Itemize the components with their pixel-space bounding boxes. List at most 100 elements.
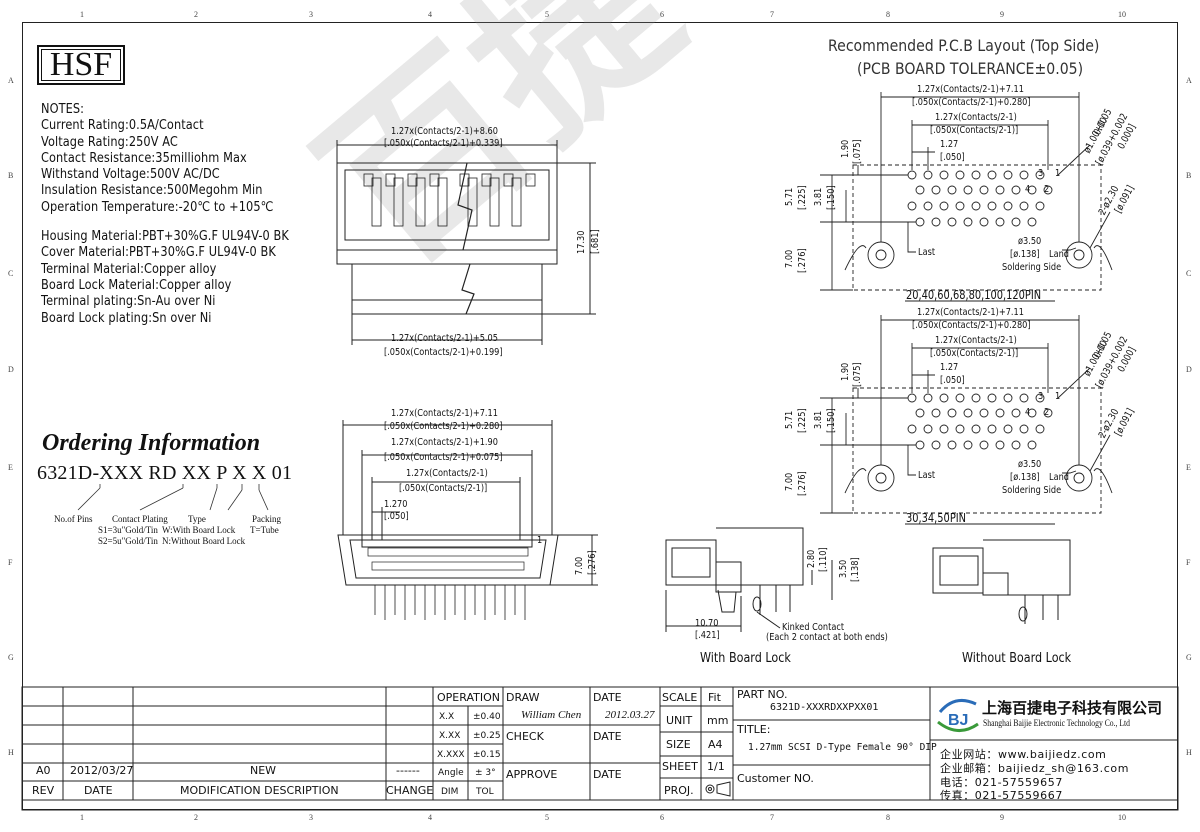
tb-sheet: SHEET bbox=[662, 760, 698, 773]
leader bbox=[907, 445, 916, 476]
pcb-arc bbox=[1093, 468, 1113, 494]
pcb-pin bbox=[963, 440, 973, 450]
side-dim-1b: [.421] bbox=[695, 630, 720, 641]
pcb-pin bbox=[971, 393, 981, 403]
tb-date-col: DATE bbox=[84, 784, 113, 797]
pcb-pin-count-label: 20,40,60,68,80,100,120PIN bbox=[906, 288, 1042, 302]
pcb-pin bbox=[963, 217, 973, 227]
ruler-col-label: 9 bbox=[1000, 813, 1004, 822]
tb-drawer: William Chen bbox=[521, 709, 582, 721]
pcb-pin bbox=[979, 185, 989, 195]
pcb-pin bbox=[1019, 201, 1029, 211]
pcb-pin bbox=[923, 201, 933, 211]
tb-email: 企业邮箱：baijiedz_sh@163.com bbox=[940, 762, 1130, 775]
ruler-row-label: B bbox=[8, 171, 14, 180]
pcb-pin bbox=[907, 201, 917, 211]
tb-proj: PROJ. bbox=[664, 784, 694, 797]
projection-symbol-icon bbox=[705, 781, 731, 797]
front-dim-1: 1.27x(Contacts/2-1)+7.11 bbox=[391, 408, 498, 419]
pcb-pin bbox=[939, 201, 949, 211]
ruler-row-label: D bbox=[1186, 365, 1192, 374]
leader bbox=[1062, 470, 1077, 474]
pcb-pin bbox=[931, 185, 941, 195]
pcb-pin-num-2: 2 bbox=[1044, 407, 1050, 418]
front-dim-1b: [.050x(Contacts/2-1)+0.280] bbox=[384, 421, 503, 432]
pcb-pin bbox=[907, 424, 917, 434]
tb-check-date: DATE bbox=[593, 730, 622, 743]
ruler-row-label: A bbox=[8, 76, 14, 85]
ordering-title: Ordering Information bbox=[42, 430, 261, 456]
ruler-col-label: 1 bbox=[80, 813, 84, 822]
pcb-solder-side: Soldering Side bbox=[1002, 485, 1062, 496]
ordering-t: T=Tube bbox=[250, 525, 279, 535]
pcb-pin bbox=[947, 440, 957, 450]
pcb-dim-d: [.050x(Contacts/2-1)] bbox=[930, 348, 1019, 359]
without-board-lock-label: Without Board Lock bbox=[962, 651, 1072, 666]
ruler-row-label: G bbox=[8, 653, 14, 662]
pcb-pin bbox=[1043, 185, 1053, 195]
tb-tol-k-3: Angle bbox=[438, 768, 464, 778]
pcb-pin bbox=[947, 185, 957, 195]
tb-date-h: DATE bbox=[593, 691, 622, 704]
ruler-col-label: 5 bbox=[545, 10, 549, 19]
tb-company-en: Shanghai Baijie Electronic Technology Co… bbox=[983, 718, 1130, 728]
pcb-dim-a: 1.27x(Contacts/2-1)+7.11 bbox=[917, 307, 1024, 318]
pcb-pin bbox=[1027, 440, 1037, 450]
pcb-land-label: Land bbox=[1049, 472, 1070, 483]
tb-rev-change: ------ bbox=[396, 764, 420, 777]
ruler-row-label: F bbox=[8, 558, 13, 567]
pcb-pin bbox=[1035, 424, 1045, 434]
pcb-pin bbox=[923, 424, 933, 434]
pcb-pin bbox=[1019, 170, 1029, 180]
ruler-col-label: 8 bbox=[886, 813, 890, 822]
tb-tol-v-3: ± 3° bbox=[475, 768, 496, 778]
pcb-arc bbox=[844, 245, 867, 271]
leader bbox=[1057, 144, 1091, 176]
tb-tol-k-1: X.XX bbox=[439, 731, 461, 741]
ordering-code: 6321D-XXX RD XX P X X 01 bbox=[37, 462, 293, 484]
leader bbox=[1089, 211, 1111, 249]
ruler-col-label: 5 bbox=[545, 813, 549, 822]
pcb-dim-f: [.050] bbox=[940, 375, 965, 386]
pcb-dim-f: [.050] bbox=[940, 152, 965, 163]
svg-text:BJ: BJ bbox=[948, 712, 968, 729]
ruler-row-label: A bbox=[1186, 76, 1192, 85]
tb-title: 1.27mm SCSI D-Type Female 90° DIP bbox=[748, 742, 937, 753]
top-dim-1b: [.050x(Contacts/2-1)+0.339] bbox=[384, 138, 503, 149]
ruler-col-label: 10 bbox=[1118, 813, 1126, 822]
tb-part-no: 6321D-XXXRDXXPXX01 bbox=[770, 702, 879, 713]
pcb-pin bbox=[979, 408, 989, 418]
tb-rev-h: REV bbox=[32, 784, 55, 797]
pcb-pin-num-1: 1 bbox=[1055, 391, 1061, 402]
pcb-pin-num-3: 3 bbox=[1038, 391, 1044, 402]
pcb-pin bbox=[1035, 201, 1045, 211]
leader bbox=[907, 222, 916, 253]
tb-fit: Fit bbox=[708, 691, 721, 704]
pcb-pin bbox=[979, 440, 989, 450]
pcb-pin bbox=[1027, 217, 1037, 227]
pcb-dim-b: [.050x(Contacts/2-1)+0.280] bbox=[912, 320, 1031, 331]
top-dim-1: 1.27x(Contacts/2-1)+8.60 bbox=[391, 126, 498, 137]
pcb-pin-num-4: 4 bbox=[1025, 184, 1031, 195]
pcb-pin bbox=[971, 170, 981, 180]
pcb-title-2: (PCB BOARD TOLERANCE±0.05) bbox=[857, 59, 1084, 78]
tb-scale: SCALE bbox=[662, 691, 698, 704]
pcb-pin bbox=[987, 393, 997, 403]
top-dim-2b: [.050x(Contacts/2-1)+0.199] bbox=[384, 347, 503, 358]
pcb-arc bbox=[844, 468, 867, 494]
front-pin1: 1 bbox=[537, 535, 543, 546]
ruler-col-label: 1 bbox=[80, 10, 84, 19]
pcb-pin bbox=[1027, 408, 1037, 418]
note-line: Withstand Voltage:500V AC/DC bbox=[41, 167, 220, 183]
tb-mm: mm bbox=[707, 714, 729, 727]
pcb-pin bbox=[931, 217, 941, 227]
note-line: Cover Material:PBT+30%G.F UL94V-0 BK bbox=[41, 245, 276, 261]
pcb-pin bbox=[979, 217, 989, 227]
front-dim-2b: [.050x(Contacts/2-1)+0.075] bbox=[384, 452, 503, 463]
pcb-pin bbox=[987, 170, 997, 180]
pcb-pin bbox=[971, 424, 981, 434]
pcb-pin bbox=[1011, 185, 1021, 195]
leader bbox=[1089, 434, 1111, 472]
ruler-row-label: H bbox=[1186, 748, 1192, 757]
